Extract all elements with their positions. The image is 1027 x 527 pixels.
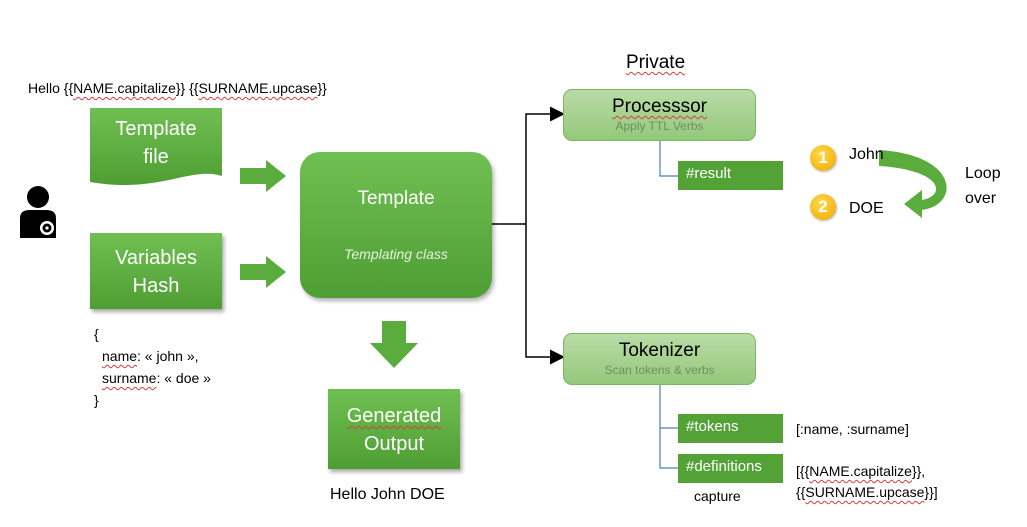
definitions-tag: #definitions	[678, 454, 783, 483]
loop-item-1-badge: 1	[810, 145, 836, 171]
definitions-value: [{{NAME.capitalize}}, {{SURNAME.upcase}}…	[796, 463, 938, 500]
template-file-label: Template file	[115, 118, 197, 168]
loop-item-2-badge: 2	[810, 194, 836, 220]
template-to-output-arrow	[370, 321, 418, 368]
template-subtitle: Templating class	[344, 246, 448, 262]
tokens-tag: #tokens	[678, 414, 783, 443]
capture-label: capture	[694, 488, 741, 504]
branch-to-tokenizer-arrow	[525, 224, 565, 365]
branch-to-processor-arrow	[525, 106, 565, 224]
result-tag: #result	[678, 161, 783, 190]
tokenizer-box: Tokenizer Scan tokens & verbs	[563, 333, 756, 385]
private-label: Private	[626, 52, 686, 73]
template-title: Template	[357, 188, 435, 209]
loop-item-1-label: John	[849, 146, 884, 163]
file-to-template-arrow	[240, 160, 286, 192]
processor-box: Processsor Apply TTL Verbs	[563, 89, 756, 141]
loop-over-label: Loop over	[965, 165, 1001, 207]
processor-to-result-line	[659, 141, 680, 177]
generated-output-box: Generated Output	[328, 389, 460, 469]
tokenizer-to-tags-line	[659, 385, 680, 469]
user-gear-icon	[20, 186, 56, 238]
template-file-shape	[90, 108, 222, 186]
template-string: Hello {{NAME.capitalize}} {{SURNAME.upca…	[28, 80, 327, 96]
tokens-value: [:name, :surname]	[796, 421, 909, 437]
hash-to-template-arrow	[240, 256, 286, 288]
template-box: Template Templating class	[300, 152, 492, 298]
generated-result-text: Hello John DOE	[330, 486, 445, 503]
variables-hash-box: Variables Hash	[90, 233, 222, 309]
hash-literal: { name: « john », surname: « doe » }	[94, 326, 211, 408]
loop-over-arrow	[879, 150, 947, 218]
loop-item-2-label: DOE	[849, 200, 884, 217]
